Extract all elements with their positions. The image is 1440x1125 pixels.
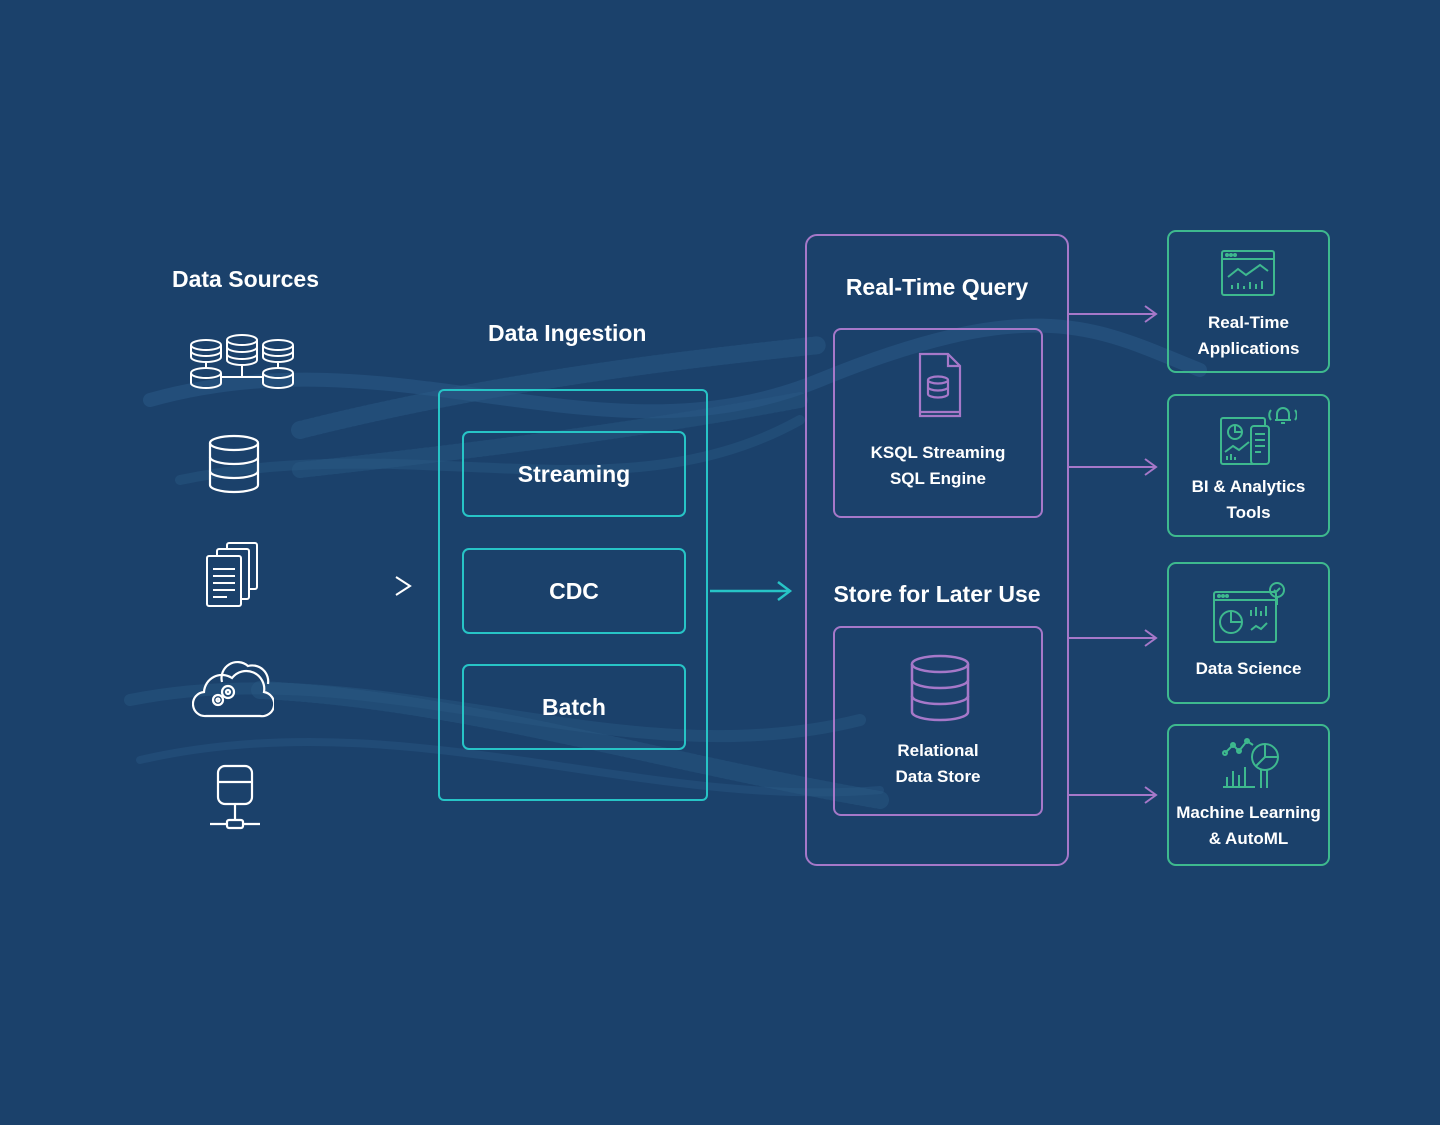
output-4-line2: & AutoML: [1208, 829, 1289, 848]
data-science-icon: [1213, 582, 1285, 643]
database-icon: [208, 434, 260, 494]
ksql-engine-line1: KSQL Streaming: [870, 443, 1006, 462]
output-4-line1: Machine Learning: [1176, 803, 1321, 822]
relational-store-line1: Relational: [897, 741, 979, 760]
ksql-engine-line2: SQL Engine: [889, 469, 987, 488]
analytics-devices-icon: [1220, 407, 1297, 465]
cloud-gear-icon: [192, 661, 274, 718]
output-data-science: Data Science: [1167, 562, 1330, 704]
output-2-line2: Tools: [1226, 503, 1271, 522]
data-ingestion-title: Data Ingestion: [488, 320, 647, 346]
output-real-time-applications: Real-Time Applications: [1167, 230, 1330, 373]
data-sources-title: Data Sources: [172, 266, 320, 292]
output-2-line1: BI & Analytics: [1191, 477, 1306, 496]
relational-store-line2: Data Store: [895, 767, 981, 786]
ksql-engine-box: KSQL Streaming SQL Engine: [833, 328, 1043, 518]
relational-store-box: Relational Data Store: [833, 626, 1043, 816]
real-time-query-title: Real-Time Query: [845, 274, 1029, 300]
server-network-icon: [210, 764, 260, 830]
multiple-databases-icon: [190, 334, 294, 389]
documents-icon: [206, 542, 258, 607]
database-icon: [910, 654, 970, 722]
sql-document-icon: [918, 352, 962, 418]
output-1-line1: Real-Time: [1208, 313, 1289, 332]
batch-box: Batch: [462, 664, 686, 750]
query-panel: [805, 234, 1069, 866]
cdc-box: CDC: [462, 548, 686, 634]
streaming-box: Streaming: [462, 431, 686, 517]
machine-learning-icon: [1222, 738, 1279, 788]
ingestion-panel: [438, 389, 708, 801]
arrow-ingestion-to-query: [710, 581, 793, 601]
store-for-later-title: Store for Later Use: [833, 581, 1041, 607]
arrow-sources-to-ingestion: [282, 576, 412, 596]
output-3-line1: Data Science: [1195, 659, 1302, 678]
output-1-line2: Applications: [1197, 339, 1300, 358]
dashboard-chart-icon: [1221, 250, 1275, 296]
output-bi-analytics-tools: BI & Analytics Tools: [1167, 394, 1330, 537]
output-machine-learning: Machine Learning & AutoML: [1167, 724, 1330, 866]
arrows-query-to-outputs: [1069, 305, 1158, 804]
